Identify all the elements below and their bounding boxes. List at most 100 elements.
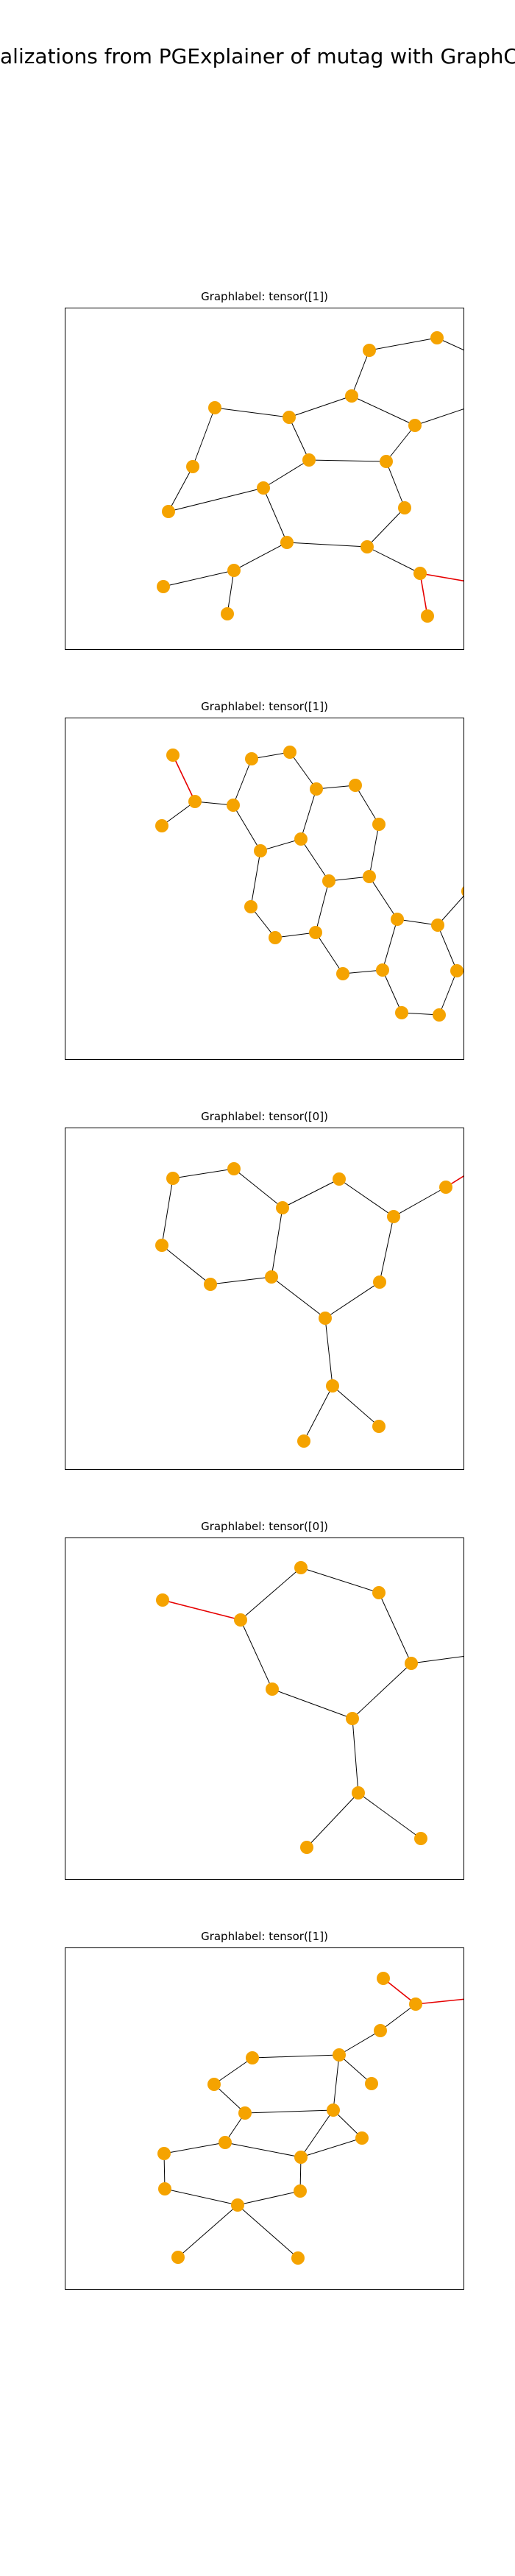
graph-node (246, 2051, 259, 2064)
graph-node (266, 1682, 279, 1696)
graph-edge (332, 1385, 380, 1427)
graph-edge (244, 2109, 334, 2114)
graph-edge (414, 408, 464, 426)
graph-node (377, 1972, 390, 1985)
important-edge (162, 1599, 241, 1621)
graph-node (188, 795, 202, 808)
graph-edge (286, 542, 368, 548)
graph-edge (192, 407, 216, 467)
important-edge (445, 1175, 464, 1188)
graph-edge (300, 838, 330, 882)
graph-node (265, 1270, 278, 1284)
graph-node (208, 401, 221, 414)
graph-edge (224, 2142, 302, 2158)
graph-edge (250, 850, 261, 907)
graph-edge (271, 1207, 283, 1278)
graph-edge (366, 546, 421, 574)
graph-edge (380, 2003, 416, 2031)
graph-edge (308, 459, 387, 462)
graph-node (245, 752, 258, 765)
graph-node (373, 1275, 386, 1289)
graph-node (374, 2024, 387, 2037)
graph-edge (352, 1718, 359, 1794)
graph-edge (172, 1168, 235, 1179)
panel-title: Graphlabel: tensor([0]) (201, 1520, 328, 1533)
graph-node (413, 567, 427, 580)
important-edge (172, 754, 196, 802)
graph-edge (437, 924, 458, 972)
figure-title: alizations from PGExplainer of mutag wit… (0, 46, 515, 68)
graph-edge (369, 824, 380, 877)
graph-edge (386, 461, 405, 509)
graph-node (302, 453, 316, 467)
graph-edge (274, 932, 316, 938)
graph-edge (437, 895, 464, 926)
important-edge (415, 1998, 464, 2005)
graph-node (439, 1181, 452, 1194)
graph-edge (382, 969, 402, 1013)
graph-node (309, 926, 322, 939)
graph-node (294, 2151, 308, 2164)
graph-edge (237, 2204, 299, 2259)
graph-plot (155, 746, 464, 1022)
panel-title: Graphlabel: tensor([1]) (201, 1930, 328, 1943)
graph-node (391, 913, 404, 926)
graph-edge (168, 487, 264, 512)
graph-node (238, 2106, 252, 2120)
graph-edge (210, 1276, 272, 1285)
graph-edge (324, 1281, 380, 1319)
important-edge (419, 573, 428, 617)
graph-edge (300, 2109, 334, 2158)
graph-edge (161, 1178, 174, 1246)
graph-frame (65, 718, 464, 1060)
graph-edge (289, 751, 317, 790)
graph-node (221, 607, 234, 620)
graph-edge (177, 2204, 238, 2258)
important-edge (419, 573, 464, 582)
graph-edge (393, 1186, 447, 1217)
graph-edge (240, 1619, 273, 1690)
graph-edge (333, 2109, 363, 2139)
graph-edge (263, 459, 310, 489)
graph-edge (263, 487, 288, 543)
graph-node (186, 460, 199, 473)
graph-node (363, 870, 376, 883)
graph-panel-5: Graphlabel: tensor([1]) (65, 1931, 464, 2290)
graph-edge (288, 417, 310, 461)
graph-edge (233, 1168, 283, 1209)
graph-plot (157, 331, 464, 623)
graph-plot (155, 1162, 464, 1448)
graph-edge (378, 1592, 412, 1664)
graph-node (257, 481, 270, 495)
graph-edge (271, 1276, 326, 1319)
graph-node (157, 580, 170, 593)
graph-node (346, 1712, 359, 1725)
graph-node (244, 900, 258, 913)
graph-node (155, 819, 168, 832)
graph-node (372, 1420, 386, 1433)
graph-node (297, 1434, 310, 1448)
graph-edge (342, 969, 383, 974)
graph-node (300, 1841, 313, 1854)
graph-node (291, 2251, 305, 2265)
graph-edge (351, 350, 370, 397)
graph-node (294, 2184, 307, 2198)
graph-edge (288, 395, 352, 418)
graph-node (372, 1586, 386, 1599)
graph-edge (352, 1663, 412, 1719)
graph-node (158, 2182, 171, 2195)
graph-node (333, 1172, 346, 1186)
graph-plot (156, 1561, 464, 1854)
graph-edge (271, 1688, 353, 1719)
graph-panel-3: Graphlabel: tensor([0]) (65, 1111, 464, 1470)
graph-frame (65, 308, 464, 650)
graph-node (327, 2103, 340, 2117)
graph-node (157, 2147, 171, 2160)
graph-edge (300, 1567, 380, 1593)
graph-node (276, 1201, 289, 1214)
graph-node (395, 1006, 408, 1019)
panel-title: Graphlabel: tensor([0]) (201, 1110, 328, 1123)
graph-edge (303, 1385, 333, 1442)
graph-node (433, 1008, 446, 1022)
graph-edge (213, 2057, 253, 2085)
